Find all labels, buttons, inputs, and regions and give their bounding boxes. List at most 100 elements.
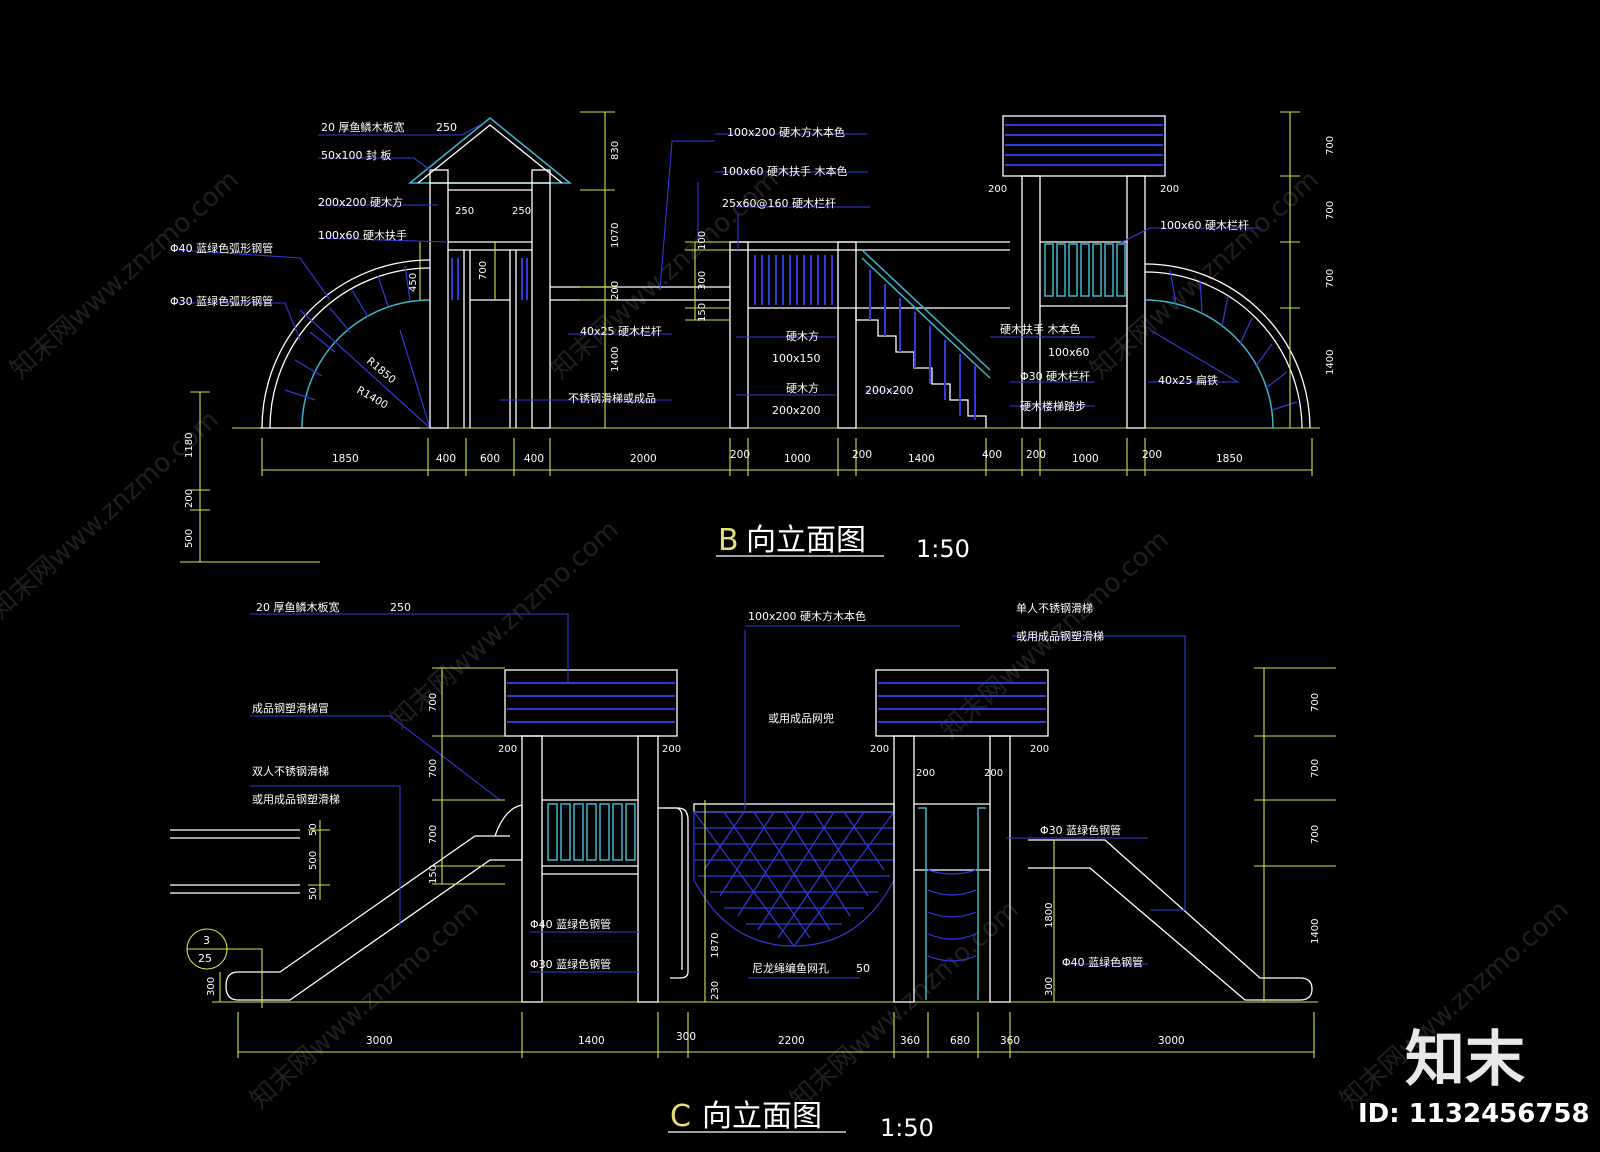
dim-c-7: 3000 — [1158, 1035, 1185, 1047]
label-c-phi40-right: Φ40 蓝绿色钢管 — [1062, 955, 1143, 969]
watermark: 知末网www.znzmo.com — [785, 895, 1025, 1115]
watermark: 知末网www.znzmo.com — [5, 165, 245, 385]
dim-b-3: 400 — [524, 453, 544, 465]
dim-cv-6: 50 — [308, 887, 319, 900]
label-c-fish-scale: 20 厚鱼鳞木板宽 — [256, 600, 340, 614]
dim-b-2: 600 — [480, 453, 500, 465]
dim-bv-19: 500 — [184, 529, 195, 548]
dim-cv-0: 700 — [428, 693, 439, 712]
view-c-dim-chain — [237, 1012, 1315, 1058]
callout-top: 3 — [203, 934, 210, 947]
label-c-board-width: 250 — [390, 601, 411, 614]
dim-c-4: 360 — [900, 1035, 920, 1047]
dim-bv-10: 150 — [697, 303, 708, 322]
label-c-phi30-right: Φ30 蓝绿色钢管 — [1040, 823, 1121, 837]
dim-cv-9: 200 — [662, 744, 681, 755]
dim-bv-5: 250 — [512, 206, 531, 217]
view-b-elevation: 20 厚鱼鳞木板宽 250 50x100 封 板 200x200 硬木方 100… — [170, 111, 1336, 563]
dim-bv-6: 700 — [478, 261, 489, 280]
dim-bv-15: 700 — [1325, 269, 1336, 288]
label-hardwood-handrail: 100x60 硬木扶手 — [318, 228, 407, 242]
label-phi30-pipe: Φ30 蓝绿色弧形钢管 — [170, 294, 273, 308]
dim-bv-16: 1400 — [1325, 350, 1336, 375]
dim-cv-20: 700 — [1310, 825, 1321, 844]
dim-b-0: 1850 — [332, 453, 359, 465]
label-c-slide-hood: 成品钢塑滑梯冒 — [252, 701, 329, 715]
dim-cv-1: 700 — [428, 759, 439, 778]
dim-b-5: 200 — [730, 449, 750, 461]
label-timber-post-2: 硬木方 — [786, 381, 819, 395]
label-c-net: 或用成品网兜 — [768, 711, 834, 725]
dim-b-7: 200 — [852, 449, 872, 461]
dim-b-10: 200 — [1026, 449, 1046, 461]
dim-bv-2: 200 — [610, 281, 621, 300]
dim-cv-14: 1870 — [710, 933, 721, 958]
dim-b-8: 1400 — [908, 453, 935, 465]
label-handrail-natural: 100x60 硬木扶手 木本色 — [722, 164, 848, 178]
dim-cv-16: 1800 — [1044, 903, 1055, 928]
dim-cv-15: 230 — [710, 981, 721, 1000]
dim-c-6: 360 — [1000, 1035, 1020, 1047]
label-right-baluster: 100x60 硬木栏杆 — [1160, 218, 1249, 232]
label-post-size: 100x150 — [772, 352, 821, 365]
dim-cv-7: 300 — [206, 977, 217, 996]
label-c-double-slide-alt: 或用成品钢塑滑梯 — [252, 792, 340, 806]
brand-logo: 知末 — [1405, 1025, 1525, 1095]
label-baluster-spacing: 25x60@160 硬木栏杆 — [722, 196, 836, 210]
dim-bv-1: 1070 — [610, 223, 621, 248]
dim-c-0: 3000 — [366, 1035, 393, 1047]
dim-bv-3: 1400 — [610, 347, 621, 372]
label-post-size-2: 200x200 — [772, 404, 821, 417]
dim-b-12: 200 — [1142, 449, 1162, 461]
dim-bv-12: 200 — [1160, 184, 1179, 195]
dim-b-13: 1850 — [1216, 453, 1243, 465]
label-phi40-pipe: Φ40 蓝绿色弧形钢管 — [170, 241, 273, 255]
dim-b-6: 1000 — [784, 453, 811, 465]
view-b-letter: B — [718, 523, 739, 558]
dim-b-1: 400 — [436, 453, 456, 465]
dim-cv-11: 200 — [1030, 744, 1049, 755]
dim-bv-13: 700 — [1325, 136, 1336, 155]
dim-cv-3: 150 — [428, 865, 439, 884]
dim-cv-18: 700 — [1310, 693, 1321, 712]
label-timber-natural: 100x200 硬木方木本色 — [727, 125, 845, 139]
label-c-single-slide: 单人不锈钢滑梯 — [1016, 602, 1093, 615]
view-c-letter: C — [670, 1099, 691, 1134]
dim-bv-18: 200 — [184, 489, 195, 508]
dim-cv-19: 700 — [1310, 759, 1321, 778]
label-c-phi30-left: Φ30 蓝绿色钢管 — [530, 957, 611, 971]
dim-bv-9: 300 — [697, 271, 708, 290]
label-c-mesh-size: 50 — [856, 962, 870, 975]
view-b-vertical-dims — [180, 111, 1300, 563]
label-radius-outer: R1850 — [364, 355, 398, 386]
label-c-phi40-left: Φ40 蓝绿色钢管 — [530, 917, 611, 931]
label-stair-baluster: Φ30 硬木栏杆 — [1020, 369, 1090, 383]
dim-c-2: 300 — [676, 1031, 696, 1043]
label-c-single-slide-alt: 或用成品钢塑滑梯 — [1016, 629, 1104, 643]
dim-cv-12: 200 — [916, 768, 935, 779]
label-c-timber-natural: 100x200 硬木方木本色 — [748, 609, 866, 623]
dim-cv-4: 50 — [308, 823, 319, 836]
label-fascia-board: 50x100 封 板 — [321, 148, 392, 162]
label-radius-inner: R1400 — [355, 384, 390, 411]
view-c-vertical-dims — [219, 667, 1336, 1002]
label-left-baluster: 40x25 硬木栏杆 — [580, 324, 662, 338]
image-id: ID: 1132456758 — [1358, 1099, 1590, 1129]
view-c-elevation: 3 25 20 厚鱼鳞木板宽 250 成品钢塑滑梯冒 双人不锈钢滑梯 或用成品钢… — [170, 600, 1336, 1142]
label-board-width: 250 — [436, 121, 457, 134]
dim-c-3: 2200 — [778, 1035, 805, 1047]
view-c-scale: 1:50 — [880, 1114, 934, 1142]
dim-bv-4: 250 — [455, 206, 474, 217]
dim-b-11: 1000 — [1072, 453, 1099, 465]
label-timber-post: 硬木方 — [786, 329, 819, 343]
dim-cv-17: 300 — [1044, 977, 1055, 996]
dim-bv-11: 200 — [988, 184, 1007, 195]
dim-bv-8: 100 — [697, 231, 708, 250]
label-stair-post: 200x200 — [865, 384, 914, 397]
dim-c-5: 680 — [950, 1035, 970, 1047]
label-flat-iron: 40x25 扁铁 — [1158, 374, 1218, 387]
dim-c-1: 1400 — [578, 1035, 605, 1047]
dim-bv-7: 450 — [408, 273, 419, 292]
watermark: 知末网www.znzmo.com — [245, 895, 485, 1115]
